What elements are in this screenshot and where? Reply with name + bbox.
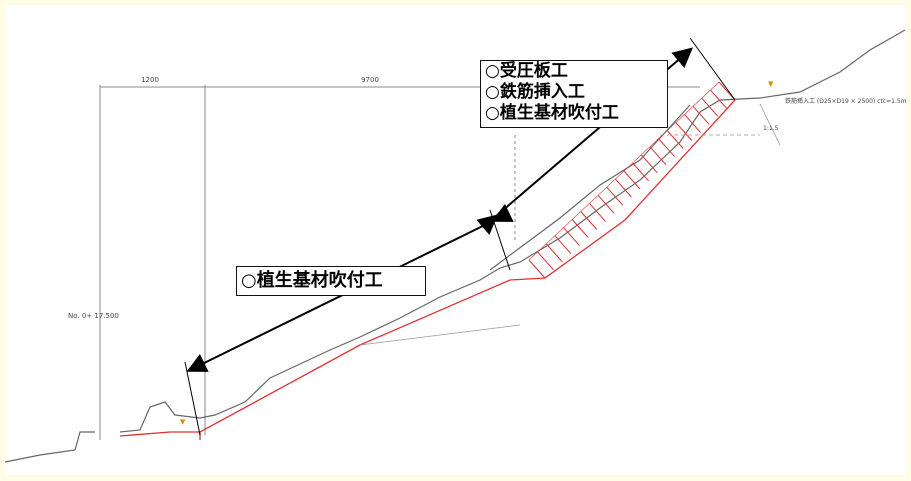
lower-end-tick (184, 361, 201, 436)
cut-line (119, 99, 736, 437)
rebar-tick (597, 194, 615, 214)
right-width-label: 9700 (361, 76, 379, 84)
rebar-tick (658, 138, 675, 157)
rebar-tick (606, 186, 624, 206)
rebar-tick (649, 146, 667, 166)
ground-profile (4, 29, 906, 463)
lower-marker-icon: ▼ (180, 418, 186, 426)
rebar-tick (537, 251, 554, 271)
rebar-tick (684, 114, 701, 133)
rebar-tick (692, 105, 710, 125)
upper-marker-icon: ▼ (768, 80, 774, 88)
construction-lines (359, 103, 781, 346)
rebar-tick (710, 89, 727, 109)
mid-tick (489, 209, 511, 271)
left-width-label: 1200 (141, 76, 159, 84)
rebar-tick (640, 154, 658, 174)
cut-profile (119, 99, 736, 440)
left-ground-line (4, 431, 95, 463)
slope-ratio-label: 1:1.5 (763, 125, 779, 132)
upper-callout-box: ○受圧板工 ○鉄筋挿入工 ○植生基材吹付工 (480, 60, 668, 128)
upper-callout-line-1: ○受圧板工 (485, 61, 568, 81)
rebar-tick (528, 259, 546, 279)
upper-callout-line-2: ○鉄筋挿入工 (485, 82, 585, 102)
rebar-tick (554, 235, 572, 255)
reference-markers: ▼ ▼ (180, 80, 774, 426)
lower-callout-line-1: ○植生基材吹付工 (241, 270, 383, 291)
rebar-tick (545, 243, 563, 263)
lower-callout-box: ○植生基材吹付工 (236, 266, 426, 296)
rebar-note-label: 鉄筋挿入工 (D25×D19 × 2500) ctc=1.5m (785, 97, 907, 105)
upper-callout-line-3: ○植生基材吹付工 (485, 103, 619, 123)
rebar-tick (675, 122, 693, 141)
rebar-tick (563, 227, 580, 246)
rebar-tick (632, 162, 649, 182)
upper-end-tick (689, 37, 736, 101)
rebar-tick (701, 97, 719, 117)
station-label: No. 0+ 17.500 (68, 312, 119, 320)
